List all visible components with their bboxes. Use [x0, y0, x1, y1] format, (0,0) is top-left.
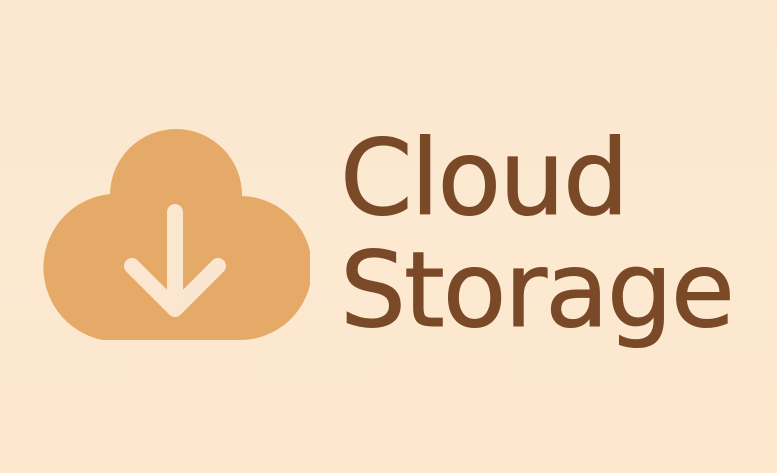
- logo-text-cloud: Cloud: [340, 117, 630, 239]
- cloud-download-icon: [43, 129, 310, 340]
- logo-text-storage: Storage: [340, 229, 736, 351]
- download-arrow-icon: [124, 204, 226, 317]
- logo-wordmark: Cloud Storage: [340, 117, 770, 351]
